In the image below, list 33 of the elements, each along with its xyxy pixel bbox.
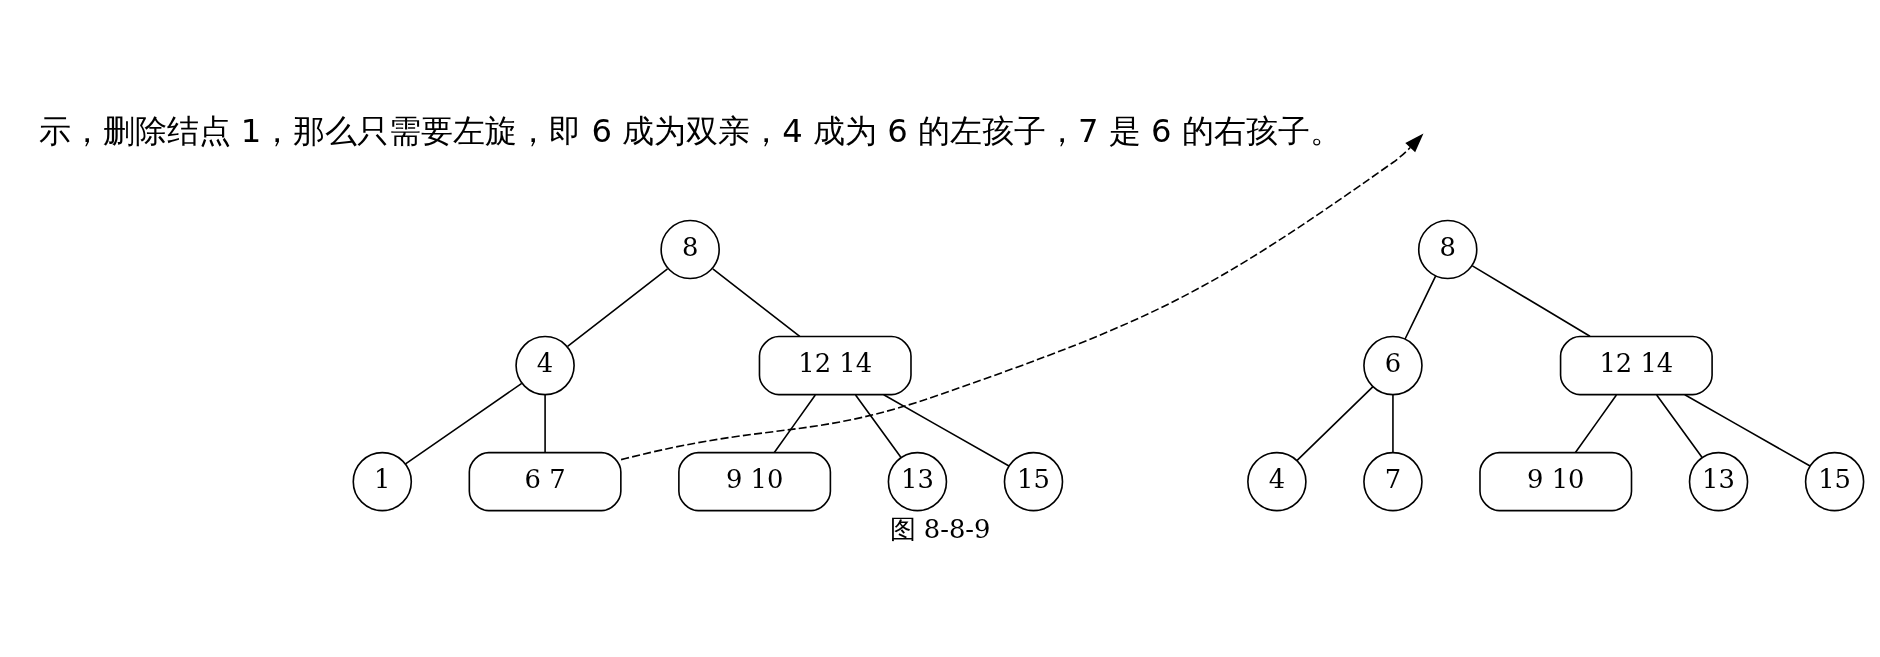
connector bbox=[854, 394, 902, 458]
connector bbox=[1392, 394, 1394, 454]
connector bbox=[1296, 386, 1374, 462]
node-circle: 13 bbox=[887, 451, 948, 512]
connector bbox=[1684, 393, 1811, 467]
connector bbox=[712, 267, 801, 338]
connector bbox=[1471, 265, 1591, 337]
connector bbox=[773, 394, 817, 454]
connector bbox=[1574, 394, 1618, 454]
connector bbox=[566, 267, 669, 348]
node-box: 12 14 bbox=[758, 335, 912, 396]
arrow bbox=[620, 133, 1424, 461]
node-circle: 1 bbox=[352, 451, 413, 512]
connector bbox=[544, 394, 546, 454]
node-box: 9 10 bbox=[1479, 451, 1633, 512]
node-circle: 7 bbox=[1363, 451, 1423, 512]
node-box: 12 14 bbox=[1559, 335, 1713, 396]
label: 示，删除结点 1，那么只需要左旋，即 6 成为双亲，4 成为 6 的左孩子，7 是 6 的右孩子。 bbox=[38, 111, 1342, 150]
connector bbox=[404, 382, 523, 465]
caption: 图 8-8-9 bbox=[889, 513, 991, 544]
node-circle: 8 bbox=[660, 219, 720, 280]
node-circle: 4 bbox=[515, 335, 575, 396]
connector bbox=[1404, 275, 1437, 340]
node-circle: 6 bbox=[1363, 335, 1423, 396]
connector bbox=[1655, 394, 1703, 458]
node-circle: 15 bbox=[1804, 451, 1865, 512]
connector bbox=[882, 393, 1010, 467]
node-circle: 4 bbox=[1247, 451, 1307, 512]
node-circle: 13 bbox=[1688, 451, 1749, 512]
node-box: 9 10 bbox=[678, 451, 832, 512]
node-circle: 8 bbox=[1417, 219, 1478, 280]
node-box: 6 7 bbox=[468, 451, 622, 512]
node-circle: 15 bbox=[1003, 451, 1064, 512]
